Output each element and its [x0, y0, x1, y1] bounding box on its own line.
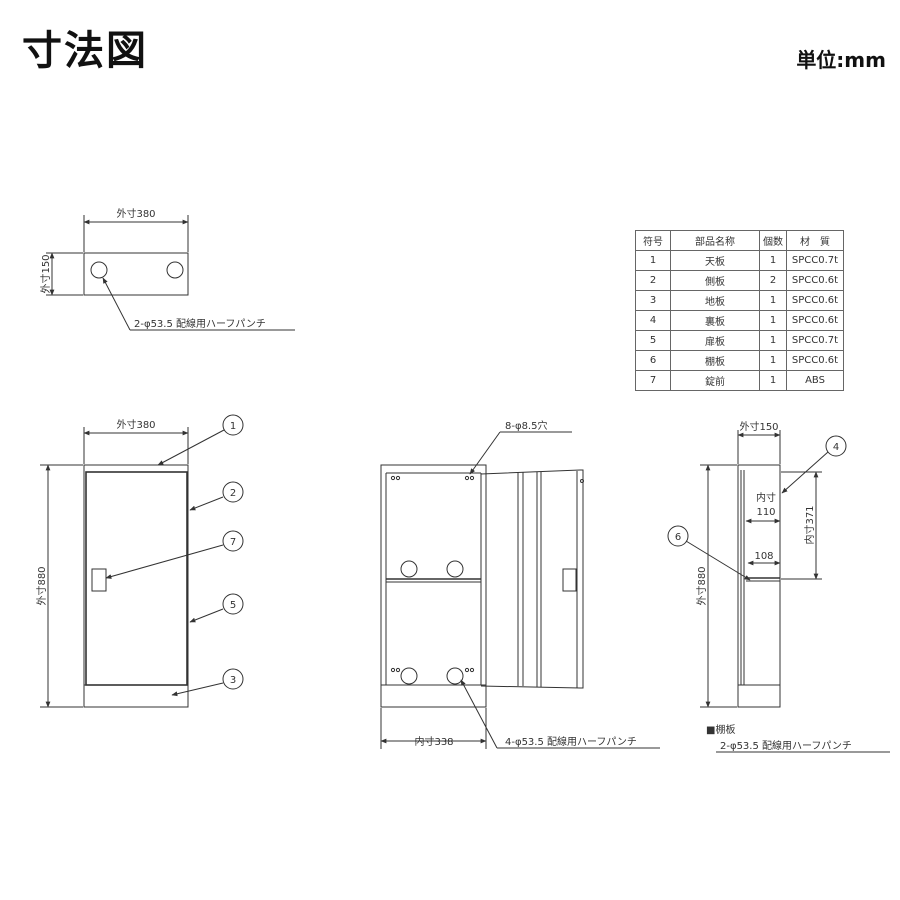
top-punch-note: 2-φ53.5 配線用ハーフパンチ [134, 317, 266, 330]
open-punch-note: 4-φ53.5 配線用ハーフパンチ [505, 735, 637, 748]
parts-table-header: 符号 部品名称 個数 材 質 [635, 230, 844, 251]
cell-material: SPCC0.6t [786, 310, 844, 331]
front-width-label: 外寸380 [116, 418, 155, 431]
parts-table: 符号 部品名称 個数 材 質 1 天板 1 SPCC0.7t 2 側板 2 SP… [635, 230, 844, 391]
header-part-name: 部品名称 [670, 230, 760, 251]
cell-quantity: 1 [759, 350, 787, 371]
cell-symbol: 6 [635, 350, 671, 371]
side-view [667, 430, 890, 753]
cell-material: ABS [786, 370, 844, 391]
side-width-label: 外寸150 [739, 420, 778, 433]
cell-material: SPCC0.6t [786, 290, 844, 311]
cell-material: SPCC0.6t [786, 270, 844, 291]
top-view-outline [83, 252, 189, 296]
shelf-depth-label: 108 [754, 551, 773, 562]
cell-part-name: 側板 [670, 270, 760, 291]
header-symbol: 符号 [635, 230, 671, 251]
cell-symbol: 5 [635, 330, 671, 351]
page-title: 寸法図 [22, 28, 148, 74]
cell-part-name: 裏板 [670, 310, 760, 331]
shelf-title: ■棚板 [706, 723, 735, 736]
top-view-punch-hole [90, 261, 108, 279]
cell-material: SPCC0.7t [786, 250, 844, 271]
callout-3: 3 [230, 675, 236, 686]
cell-quantity: 1 [759, 310, 787, 331]
top-height-label: 外寸150 [39, 254, 52, 293]
top-width-label: 外寸380 [116, 207, 155, 220]
front-view-outline [83, 464, 189, 708]
table-row: 6 棚板 1 SPCC0.6t [635, 350, 844, 371]
unit-label: 単位:mm [796, 48, 886, 72]
cell-symbol: 2 [635, 270, 671, 291]
callout-4: 4 [833, 442, 839, 453]
callout-7: 7 [230, 537, 236, 548]
table-row: 4 裏板 1 SPCC0.6t [635, 310, 844, 331]
callout-1: 1 [230, 421, 236, 432]
door-panel [85, 471, 188, 686]
inner-height-label: 内寸371 [803, 505, 816, 544]
table-row: 7 錠前 1 ABS [635, 370, 844, 391]
hole-note: 8-φ8.5穴 [505, 419, 547, 432]
callout-6: 6 [675, 532, 681, 543]
header-quantity: 個数 [759, 230, 787, 251]
cell-part-name: 地板 [670, 290, 760, 311]
inner-depth-value: 110 [756, 507, 775, 518]
top-view [46, 215, 295, 331]
cell-quantity: 1 [759, 330, 787, 351]
door-lock-icon [562, 568, 577, 592]
cell-part-name: 棚板 [670, 350, 760, 371]
header-material: 材 質 [786, 230, 844, 251]
open-view [380, 431, 660, 749]
cell-material: SPCC0.7t [786, 330, 844, 351]
cell-part-name: 天板 [670, 250, 760, 271]
cell-quantity: 2 [759, 270, 787, 291]
side-outline [737, 464, 781, 708]
cell-part-name: 錠前 [670, 370, 760, 391]
inner-width-label: 内寸338 [414, 735, 453, 748]
cell-quantity: 1 [759, 290, 787, 311]
cell-symbol: 1 [635, 250, 671, 271]
cell-material: SPCC0.6t [786, 350, 844, 371]
front-height-label: 外寸880 [35, 566, 48, 605]
lock-icon [91, 568, 107, 592]
top-view-punch-hole [166, 261, 184, 279]
cell-symbol: 3 [635, 290, 671, 311]
cell-symbol: 7 [635, 370, 671, 391]
cell-part-name: 扉板 [670, 330, 760, 351]
cell-symbol: 4 [635, 310, 671, 331]
cell-quantity: 1 [759, 250, 787, 271]
shelf-note: 2-φ53.5 配線用ハーフパンチ [720, 739, 852, 752]
callout-5: 5 [230, 600, 236, 611]
cell-quantity: 1 [759, 370, 787, 391]
callout-2: 2 [230, 488, 236, 499]
table-row: 2 側板 2 SPCC0.6t [635, 270, 844, 291]
table-row: 5 扉板 1 SPCC0.7t [635, 330, 844, 351]
table-row: 3 地板 1 SPCC0.6t [635, 290, 844, 311]
front-view [40, 414, 244, 708]
side-height-label: 外寸880 [695, 566, 708, 605]
table-row: 1 天板 1 SPCC0.7t [635, 250, 844, 271]
open-door [480, 469, 584, 689]
inner-depth-label: 内寸 [756, 491, 776, 504]
